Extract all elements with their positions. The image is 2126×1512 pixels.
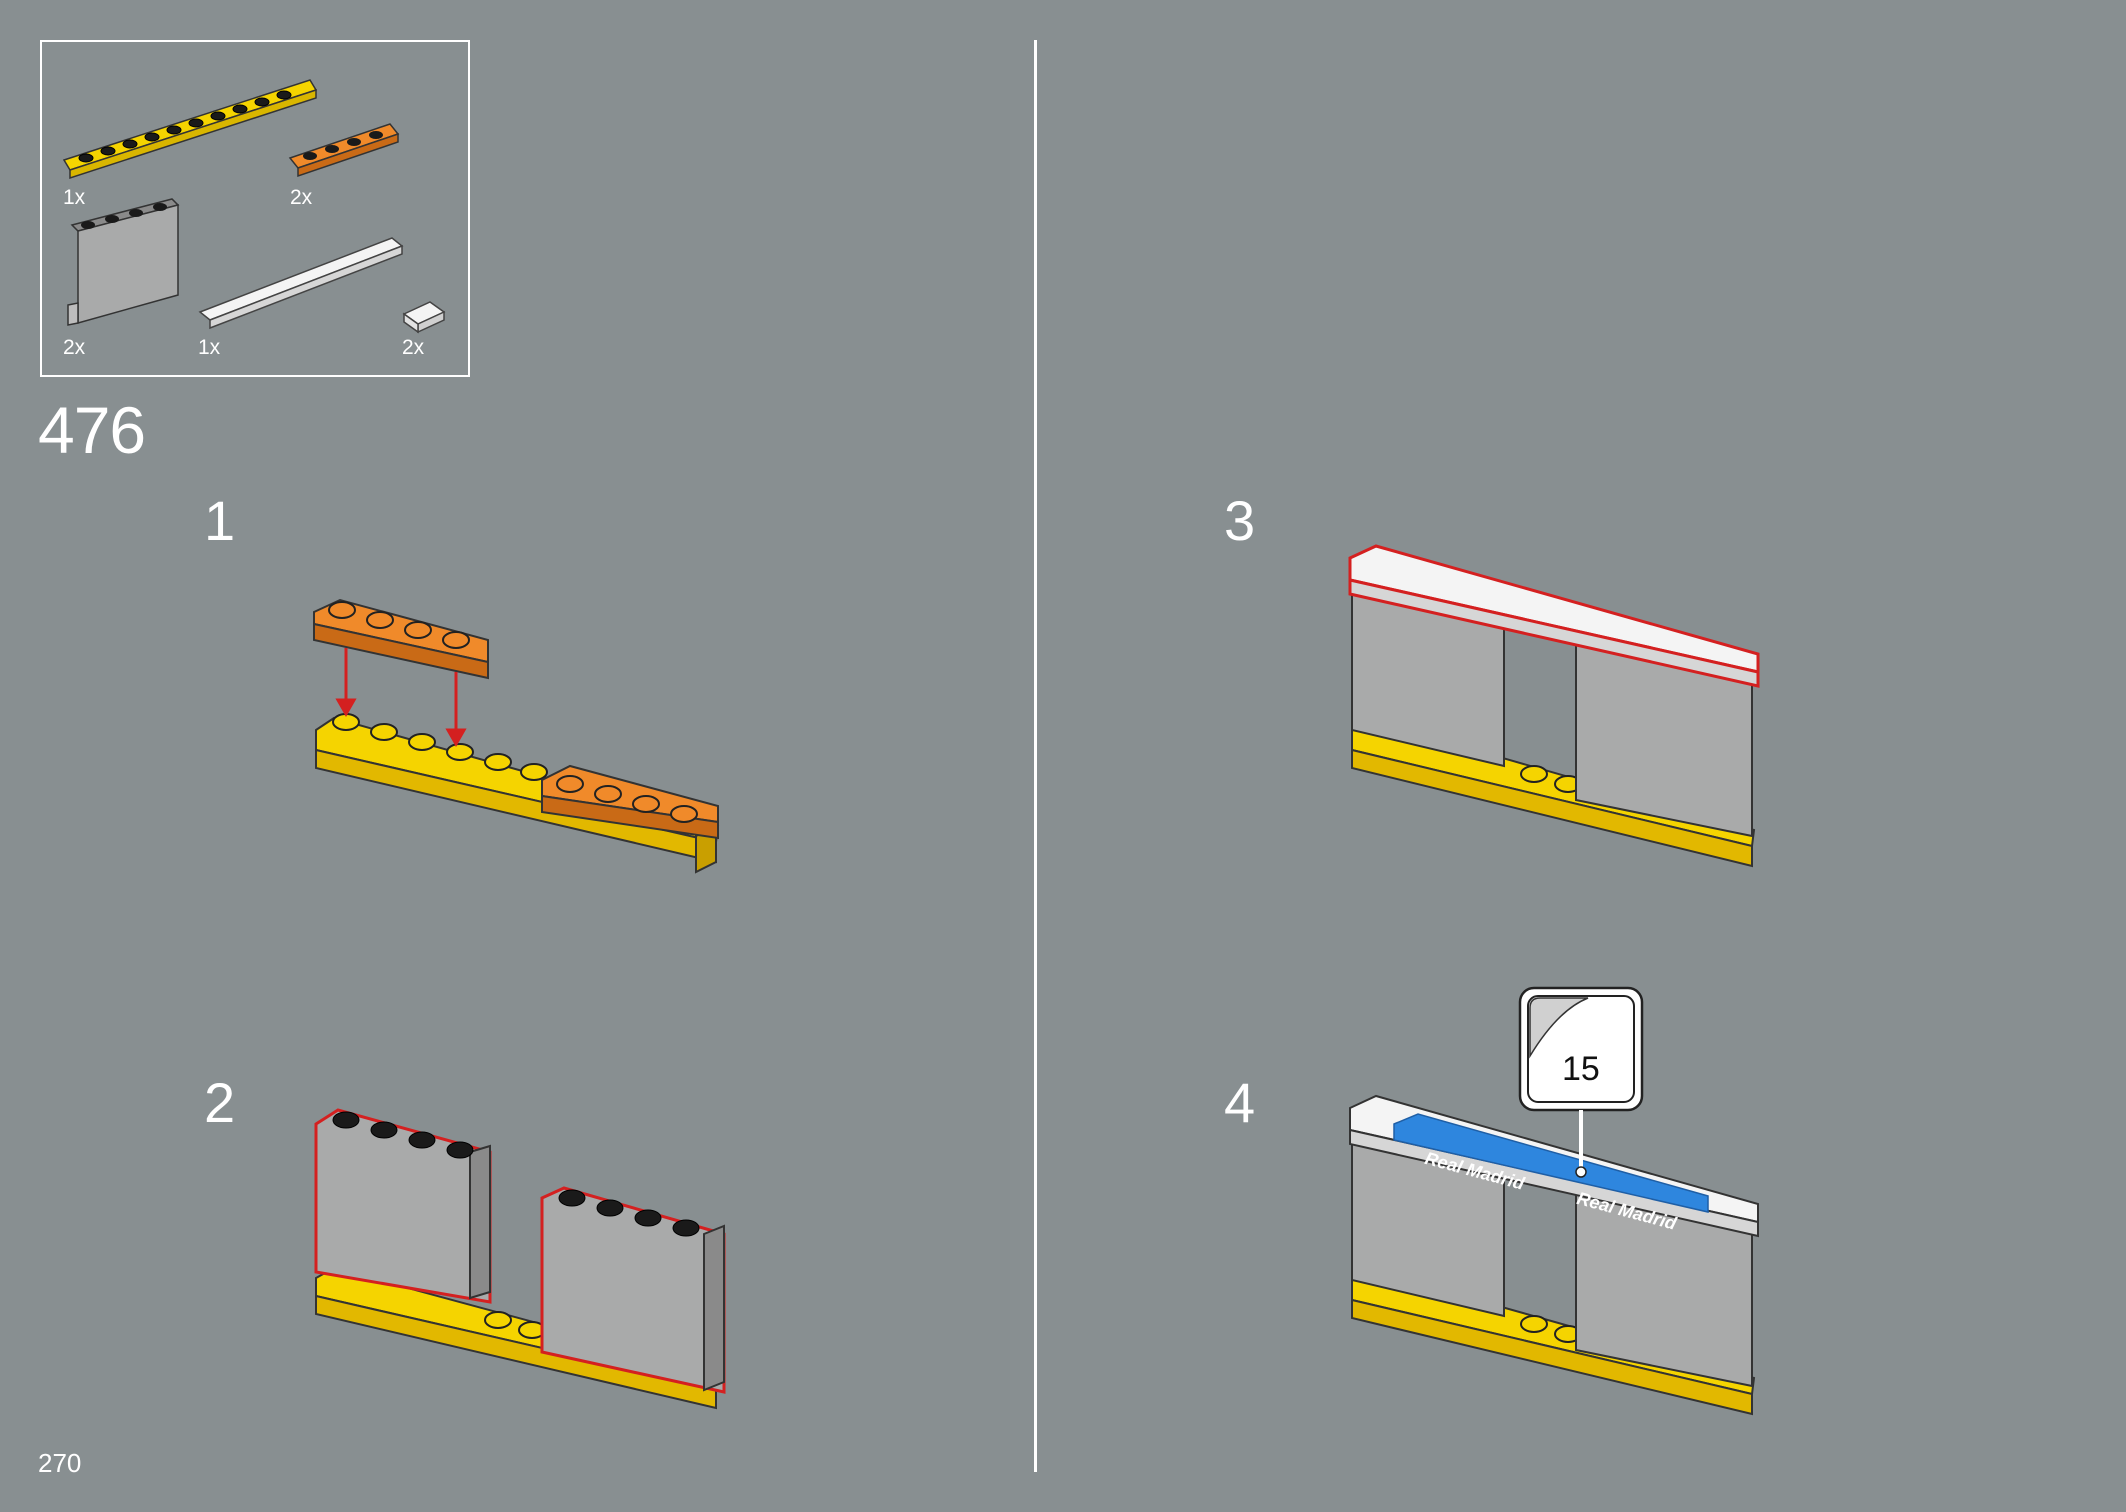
substep-4-illustration xyxy=(1349,1094,1759,1416)
substep-1-label: 1 xyxy=(204,489,236,552)
part-white-tile-long-icon xyxy=(198,237,404,330)
substep-1-illustration xyxy=(313,598,720,874)
part-qty-orange-plate: 2x xyxy=(290,186,313,209)
part-white-tile-small-icon xyxy=(402,301,446,334)
substep-3-label: 3 xyxy=(1224,489,1256,552)
part-yellow-plate-icon xyxy=(62,79,318,180)
substep-4-label: 4 xyxy=(1224,1071,1256,1134)
part-gray-panel-icon xyxy=(67,198,180,326)
parts-list-box xyxy=(40,40,470,377)
sticker-callout-box xyxy=(1518,986,1644,1178)
page-divider xyxy=(1034,40,1037,1472)
page-number: 270 xyxy=(38,1448,82,1478)
substep-2-illustration xyxy=(314,1108,726,1410)
sticker-callout-number: 15 xyxy=(1562,1050,1600,1088)
substep-3-illustration xyxy=(1348,544,1760,868)
part-qty-gray-panel: 2x xyxy=(63,336,86,359)
substep-2-label: 2 xyxy=(204,1071,236,1134)
part-qty-white-tile-long: 1x xyxy=(198,336,221,359)
part-orange-plate-icon xyxy=(288,123,400,178)
part-qty-yellow-plate: 1x xyxy=(63,186,86,209)
step-number: 476 xyxy=(38,393,146,467)
part-qty-white-tile-small: 2x xyxy=(402,336,425,359)
